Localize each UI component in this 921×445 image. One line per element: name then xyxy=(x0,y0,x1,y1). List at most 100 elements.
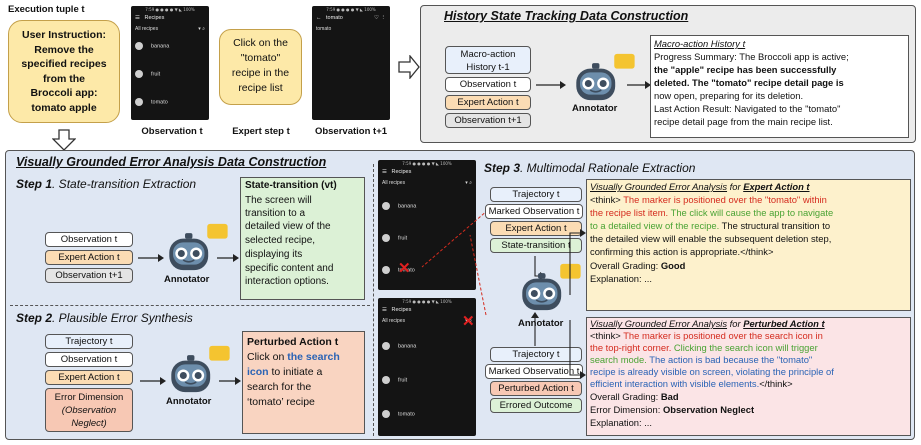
history-output-line: Progress Summary: The Broccoli app is ac… xyxy=(654,51,849,62)
step1-title: Step 1. State-transition Extraction xyxy=(16,177,197,191)
app-bar: ☰ Recipes xyxy=(378,305,476,316)
user-instruction-box: User Instruction: Remove the specified r… xyxy=(8,20,120,123)
annotator-label: Annotator xyxy=(166,396,212,407)
exec-tuple-title: Execution tuple t xyxy=(8,4,85,15)
arrow-right-icon xyxy=(627,81,651,89)
state-transition-line: transition to a xyxy=(245,207,306,219)
step3-bottom-outcome: Errored Outcome xyxy=(490,398,582,413)
filter-label: All recipes xyxy=(135,26,159,32)
action-line: "tomato" xyxy=(240,52,281,64)
app-title: Recipes xyxy=(144,15,165,21)
history-output-line: Last Action Result: Navigated to the "to… xyxy=(654,103,841,114)
filter-label: All recipes xyxy=(382,318,406,324)
arrow-right-icon xyxy=(140,377,166,385)
user-instruction-line: specified recipes xyxy=(21,58,107,70)
state-transition-line: The screen will xyxy=(245,195,312,206)
recipe-icon xyxy=(382,234,390,242)
perturbed-action-line: ‘tomato’ recipe xyxy=(247,396,315,408)
user-instruction-line: Broccoli app: xyxy=(30,87,98,99)
bad-dimension: Error Dimension: Observation Neglect xyxy=(590,404,755,415)
phone-marked-expert: 7:59 ● ● ● ● ▼ ◣ 100% ☰ Recipes All reci… xyxy=(378,160,476,290)
history-output-line: deleted. The "tomato" recipe detail page… xyxy=(654,77,844,88)
annotator-label: Annotator xyxy=(164,274,210,285)
click-marker-icon: ✕ xyxy=(462,313,475,330)
user-instruction-line: tomato apple xyxy=(31,101,97,114)
dimension-line: Error Dimension xyxy=(54,392,124,403)
history-input-action: Expert Action t xyxy=(445,95,531,110)
app-title: Recipes xyxy=(391,169,412,175)
arrow-right-icon xyxy=(217,254,239,262)
filter-row: All recipes▾ ⌕ xyxy=(382,179,472,187)
state-transition-line: specific content and xyxy=(245,262,334,274)
step3-bottom-trajectory: Trajectory t xyxy=(490,347,582,362)
step3-bottom-marked-obs: Marked Observation t xyxy=(485,364,583,379)
list-item: tomato xyxy=(382,410,415,418)
state-transition-line: detailed view of the xyxy=(245,221,331,233)
obs-t1-label: Observation t+1 xyxy=(314,126,388,137)
error-analysis-title: Visually Grounded Error Analysis Data Co… xyxy=(16,155,327,169)
step2-input-trajectory: Trajectory t xyxy=(45,334,133,349)
step2-title: Step 2. Plausible Error Synthesis xyxy=(16,311,193,325)
good-analysis-title: Visually Grounded Error Analysis for Exp… xyxy=(590,181,810,192)
arrow-right-icon xyxy=(219,377,241,385)
step1-input-obs: Observation t xyxy=(45,232,133,247)
step1-input-action: Expert Action t xyxy=(45,250,133,265)
history-input-obs: Observation t xyxy=(445,77,531,92)
step3-bottom-action: Perturbed Action t xyxy=(490,381,582,396)
arrow-right-icon xyxy=(536,81,566,89)
step3-top-state-transition: State-transition t xyxy=(490,238,582,253)
app-title: tomato xyxy=(326,15,343,21)
status-bar: 7:59 ● ● ● ● ▼ ◣ 100% xyxy=(326,7,376,12)
recipe-icon xyxy=(382,410,390,418)
good-analysis-line: confirming this action is appropriate.</… xyxy=(590,246,774,257)
good-explanation: Explanation: ... xyxy=(590,273,653,284)
phone-observation-t1: 7:59 ● ● ● ● ▼ ◣ 100% ← tomato♡ ⋮ tomato xyxy=(312,6,390,120)
search-icon: ▾ ⌕ xyxy=(465,180,472,186)
action-line: Click on the xyxy=(233,37,288,49)
perturbed-action-box xyxy=(242,331,365,434)
menu-icon: ☰ xyxy=(382,307,387,313)
search-icon: ▾ ⌕ xyxy=(465,318,472,324)
robot-annotator-icon xyxy=(170,345,231,393)
marker-link-icon xyxy=(421,209,489,316)
step2-error-dimension: Error Dimension (Observation Neglect) xyxy=(45,388,133,432)
good-analysis-line: <think> The marker is positioned over th… xyxy=(590,194,827,205)
click-marker-icon: ✕ xyxy=(398,260,411,277)
list-item: banana xyxy=(135,42,169,50)
status-bar: 7:59 ● ● ● ● ▼ ◣ 100% xyxy=(145,7,195,12)
menu-icon: ☰ xyxy=(135,15,140,21)
bad-analysis-line: efficient interaction with visible eleme… xyxy=(590,378,793,389)
search-icon: ▾ ⌕ xyxy=(198,26,205,32)
good-grading: Overall Grading: Good xyxy=(590,260,686,271)
step2-input-action: Expert Action t xyxy=(45,370,133,385)
bad-explanation: Explanation: ... xyxy=(590,417,653,428)
state-transition-box xyxy=(240,177,365,300)
recipe-icon xyxy=(135,98,143,106)
recipe-icon xyxy=(382,202,390,210)
good-analysis-line: the recipe list item. The click will cau… xyxy=(590,207,834,218)
step3-top-action: Expert Action t xyxy=(490,221,582,236)
history-output-line: now open, preparing for its deletion. xyxy=(654,90,804,101)
recipe-icon xyxy=(382,376,390,384)
divider-vertical xyxy=(373,164,374,436)
status-bar: 7:59 ● ● ● ● ▼ ◣ 100% xyxy=(402,299,452,304)
bad-analysis-line: search mode. The action is bad because t… xyxy=(590,354,813,365)
phone-marked-perturbed: 7:59 ● ● ● ● ▼ ◣ 100% ☰ Recipes All reci… xyxy=(378,298,476,436)
app-bar: ☰ Recipes xyxy=(378,167,476,178)
action-line: recipe list xyxy=(238,82,283,94)
bad-grading: Overall Grading: Bad xyxy=(590,391,679,402)
bad-analysis-line: the top-right corner. Clicking the searc… xyxy=(590,342,818,353)
perturbed-action-line: icon to initiate a xyxy=(247,366,323,378)
state-transition-line: displaying its xyxy=(245,248,303,260)
heart-icon: ♡ ⋮ xyxy=(374,15,386,21)
detail-body: tomato xyxy=(316,26,332,32)
user-instruction-line: User Instruction: xyxy=(21,29,106,41)
user-instruction-line: Remove the xyxy=(34,43,94,56)
app-title: Recipes xyxy=(391,307,412,313)
history-output-title: Macro-action History t xyxy=(654,38,746,49)
flow-connector-icon xyxy=(569,229,586,379)
app-bar: ← tomato♡ ⋮ xyxy=(312,13,390,24)
bad-analysis-line: <think> The marker is positioned over th… xyxy=(590,330,823,341)
history-output-box xyxy=(650,35,909,138)
recipe-icon xyxy=(135,42,143,50)
